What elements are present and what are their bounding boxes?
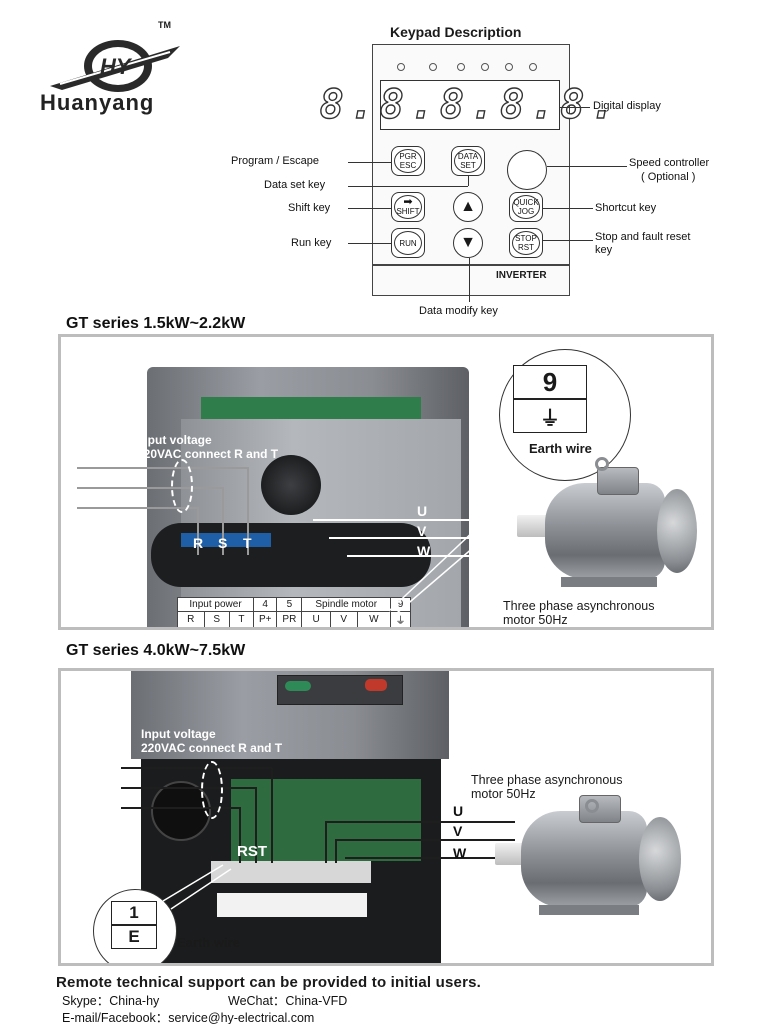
- s1-motor: [545, 483, 665, 579]
- s2-label-w: W: [453, 845, 467, 861]
- callout-data-set: Data set key: [264, 179, 326, 191]
- brand-name: Huanyang: [40, 90, 155, 115]
- s1-label-u: U: [417, 503, 428, 519]
- s1-label-w: W: [417, 543, 431, 559]
- input-wire-highlight: [201, 761, 223, 819]
- keypad-title: Keypad Description: [390, 24, 522, 40]
- callout-run: Run key: [291, 237, 332, 249]
- s1-magnifier-pointer: [388, 478, 552, 614]
- s2-motor: [521, 811, 647, 907]
- contact-wechat: WeChat：China-VFD: [228, 994, 348, 1008]
- logo-letters: HY: [100, 54, 133, 79]
- callout-digital-display: Digital display: [593, 100, 661, 112]
- lifting-ring: [585, 799, 599, 813]
- shift-key[interactable]: ➡SHIFT: [391, 192, 425, 222]
- cooling-fan: [151, 781, 211, 841]
- down-key[interactable]: ▼: [453, 228, 483, 258]
- trademark: TM: [158, 20, 171, 30]
- s2-earth-number: 1: [111, 901, 157, 925]
- keypad-divider: [373, 264, 569, 266]
- motor-shaft: [517, 515, 551, 537]
- led-indicator: [397, 63, 405, 71]
- s1-motor-label: Three phase asynchronous: [503, 599, 655, 613]
- s1-earth-wire: Earth wire: [529, 441, 592, 456]
- up-key[interactable]: ▲: [453, 192, 483, 222]
- s1-terminal-table: Input power 4 5 Spindle motor 9 R S T P+…: [176, 597, 411, 627]
- motor-endcap: [657, 489, 697, 573]
- led-indicator: [505, 63, 513, 71]
- s1-input-voltage: Input voltage: [137, 433, 212, 447]
- motor-terminal-box: [597, 467, 639, 495]
- section2-panel: Input voltage 220VAC connect R and T RST…: [58, 668, 714, 966]
- callout-speed-controller: Speed controller: [629, 157, 710, 169]
- terminal-s: S: [218, 535, 228, 551]
- callout-shift: Shift key: [288, 202, 331, 214]
- s2-input-voltage: Input voltage: [141, 727, 216, 741]
- section2-title: GT series 4.0kW~7.5kW: [66, 642, 246, 659]
- arrow-up-icon: ▲: [460, 198, 476, 215]
- earth-ground-icon: ⏚: [513, 399, 587, 433]
- s2-motor-label-2: motor 50Hz: [471, 787, 536, 801]
- section1-title: GT series 1.5kW~2.2kW: [66, 315, 246, 332]
- s2-magnifier-pointer: [162, 864, 232, 910]
- s2-terminal-rst: RST: [237, 843, 267, 860]
- s2-earth-wire: Earth wire: [177, 935, 240, 950]
- s2-motor-label: Three phase asynchronous: [471, 773, 623, 787]
- speed-controller-knob[interactable]: [507, 150, 547, 190]
- cable-grommet: [261, 455, 321, 515]
- lifting-ring: [595, 457, 609, 471]
- power-terminal-strip: [211, 861, 371, 883]
- s1-earth-number: 9: [513, 365, 587, 399]
- s1-motor-label-2: motor 50Hz: [503, 613, 568, 627]
- mini-stop-button: [365, 679, 387, 691]
- motor-endcap: [639, 817, 681, 901]
- terminal-t: T: [243, 535, 252, 551]
- support-note: Remote technical support can be provided…: [56, 974, 482, 991]
- motor-foot: [539, 905, 639, 915]
- callout-shortcut: Shortcut key: [595, 202, 657, 214]
- input-wire-highlight: [171, 459, 193, 513]
- callout-speed-optional: ( Optional ): [641, 171, 696, 183]
- s1-input-voltage-detail: 220VAC connect R and T: [137, 447, 279, 461]
- huanyang-logo: HY: [50, 40, 180, 92]
- motor-foot: [561, 577, 657, 587]
- section1-panel: Input voltage 220VAC connect R and T R S…: [58, 334, 714, 630]
- led-indicator: [529, 63, 537, 71]
- digital-display: 8.8.8.8.8.: [319, 80, 615, 130]
- run-key[interactable]: RUN: [391, 228, 425, 258]
- mini-run-button: [285, 681, 311, 691]
- terminal-r: R: [193, 535, 204, 551]
- callout-stop-reset-2: key: [595, 244, 613, 256]
- s2-label-u: U: [453, 803, 464, 819]
- callout-stop-reset: Stop and fault reset: [595, 231, 691, 243]
- led-indicator: [457, 63, 465, 71]
- arrow-down-icon: ▼: [460, 234, 476, 251]
- terminal-legend-strip: [217, 893, 367, 917]
- contact-email: E-mail/Facebook：service@hy-electrical.co…: [62, 1011, 315, 1024]
- callout-program-escape: Program / Escape: [231, 155, 320, 167]
- s2-label-v: V: [453, 823, 463, 839]
- control-terminal-block: [201, 397, 421, 419]
- motor-shaft: [495, 843, 527, 865]
- led-indicator: [429, 63, 437, 71]
- arrow-right-icon: ➡: [403, 196, 413, 208]
- display-digits: 8.8.8.8.8.: [319, 81, 621, 128]
- led-indicator: [481, 63, 489, 71]
- s2-input-voltage-detail: 220VAC connect R and T: [141, 741, 283, 755]
- contact-skype: Skype：China-hy: [62, 994, 160, 1008]
- callout-data-modify: Data modify key: [419, 305, 498, 317]
- s2-earth-letter: E: [111, 925, 157, 949]
- inverter-label: INVERTER: [496, 270, 547, 281]
- s1-label-v: V: [417, 523, 427, 539]
